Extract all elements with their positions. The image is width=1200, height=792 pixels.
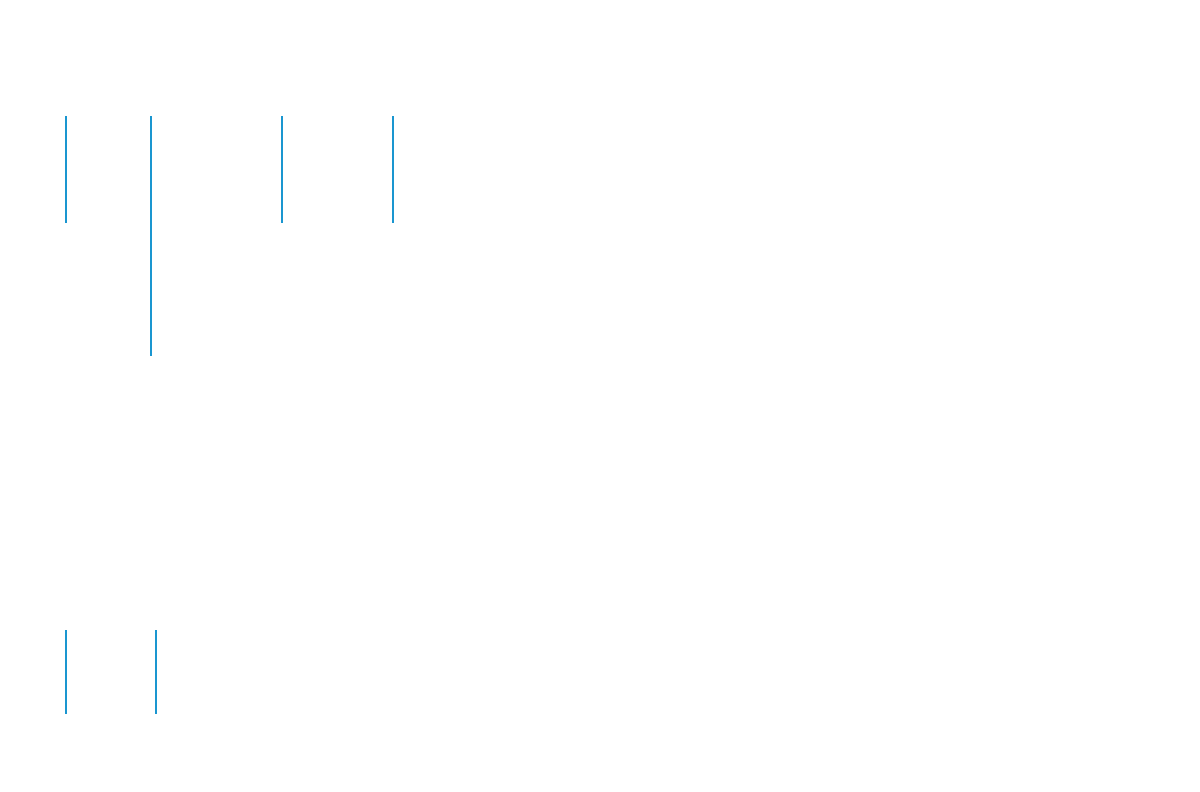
vertical-line	[65, 116, 67, 223]
vertical-line	[155, 630, 157, 714]
vertical-line	[281, 116, 283, 223]
vertical-line	[392, 116, 394, 223]
vertical-line	[150, 116, 152, 356]
vertical-line	[65, 630, 67, 714]
